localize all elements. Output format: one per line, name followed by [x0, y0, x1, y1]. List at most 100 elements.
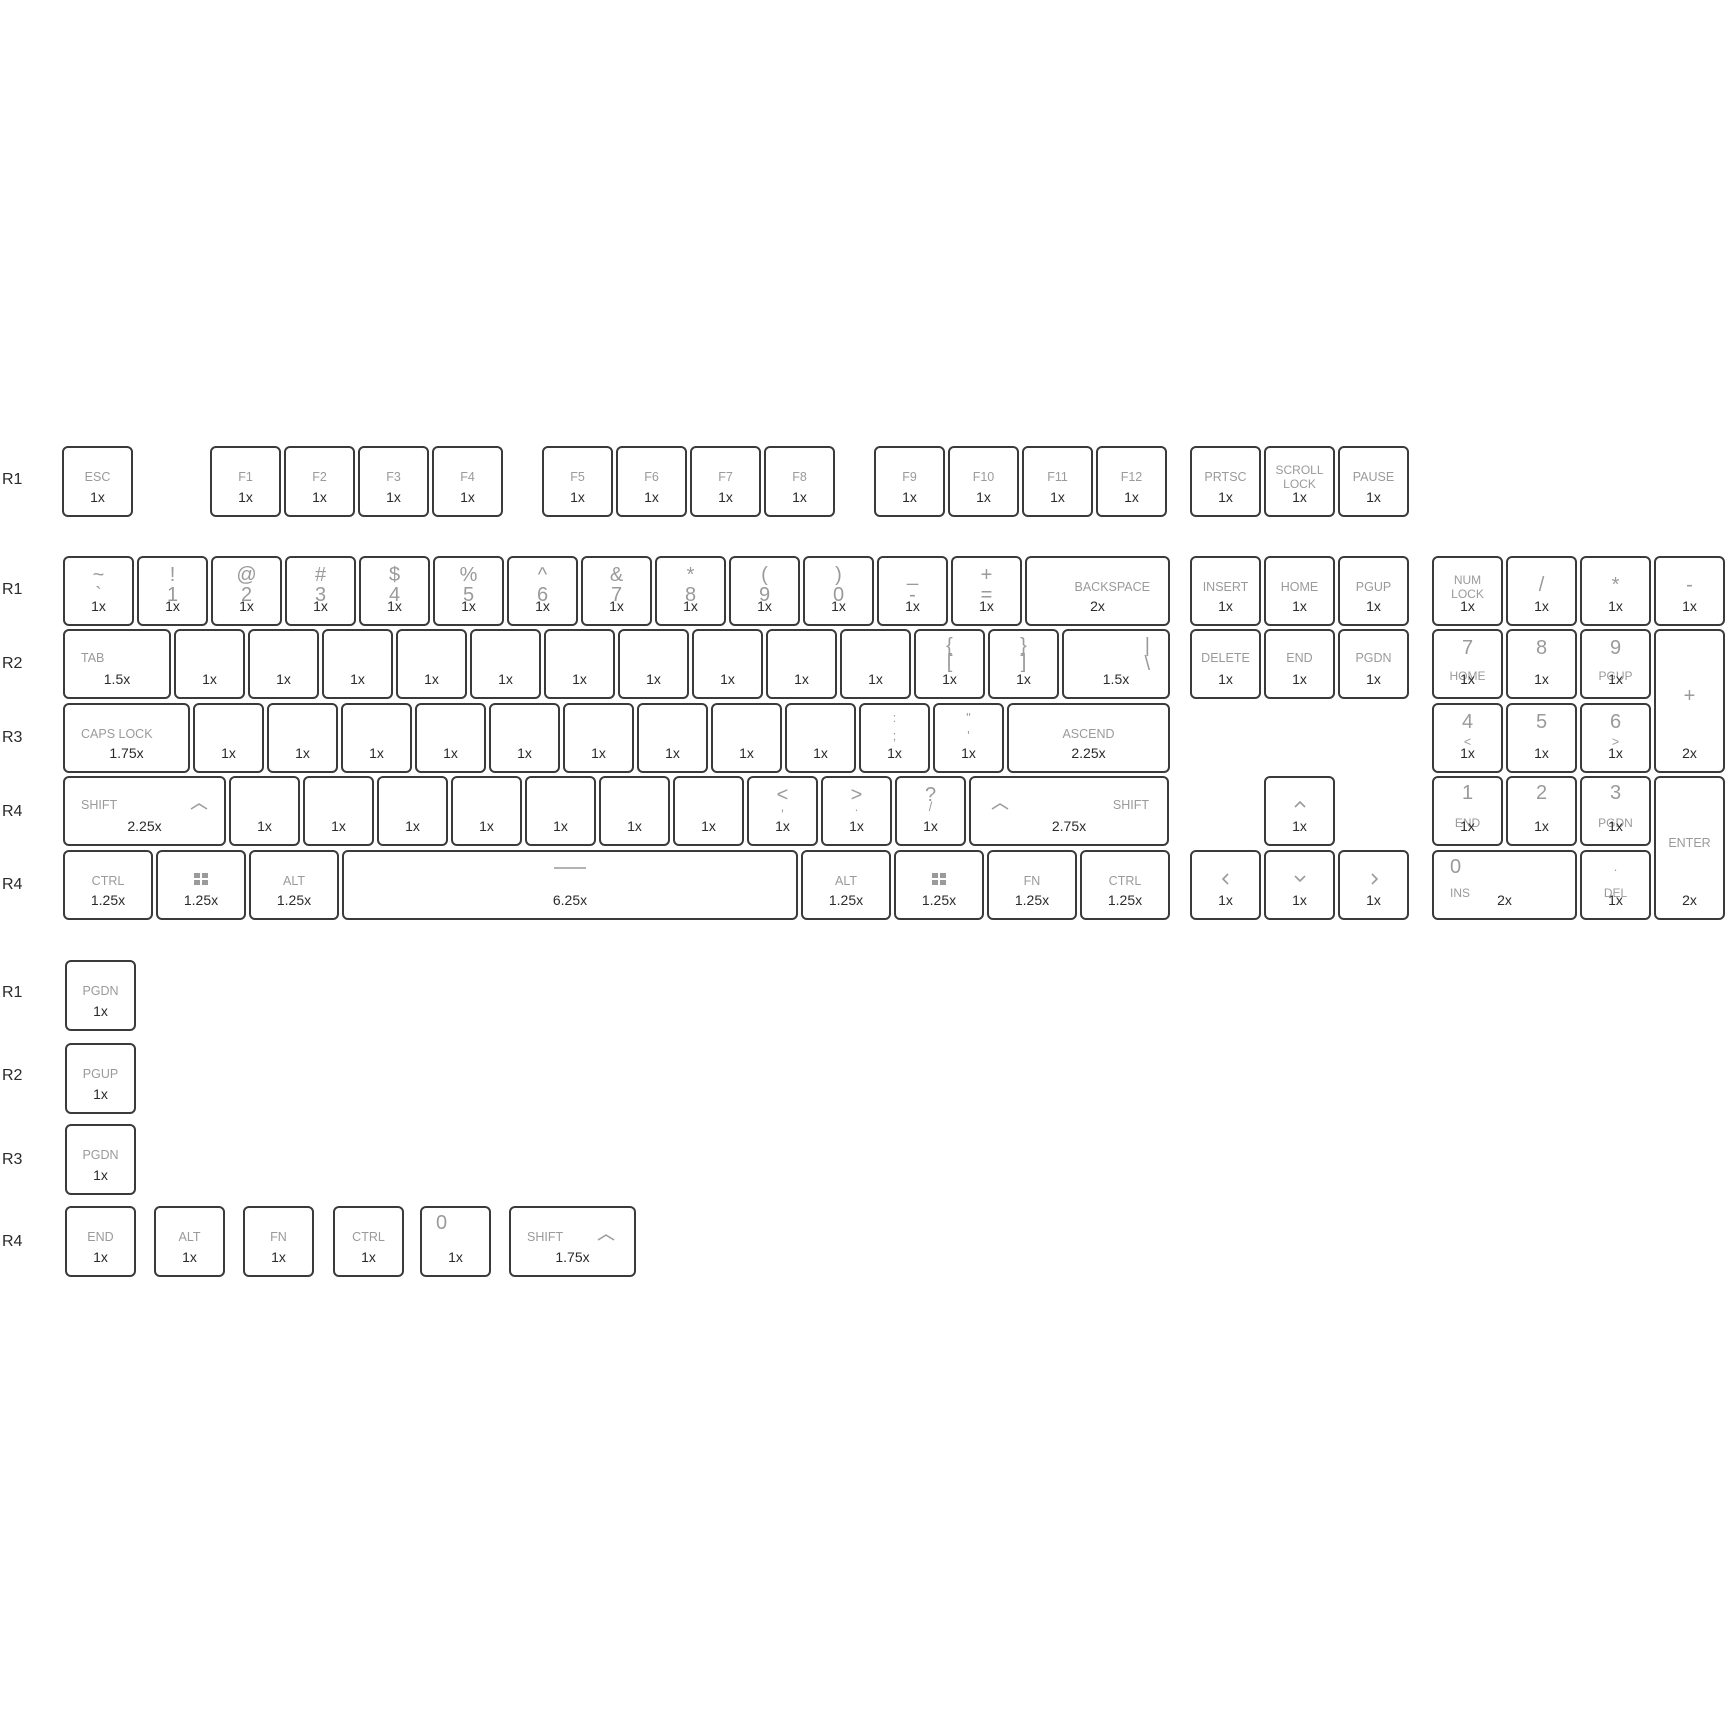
key-blank[interactable]: "'1x	[933, 703, 1004, 773]
key-e[interactable]: 1x	[322, 629, 393, 699]
key-blank[interactable]: :;1x	[859, 703, 930, 773]
key-c[interactable]: 1x	[377, 776, 448, 846]
key-x[interactable]: 1x	[303, 776, 374, 846]
key-z[interactable]: 1x	[229, 776, 300, 846]
key-u[interactable]: 1x	[618, 629, 689, 699]
key-blank[interactable]: |\1.5x	[1062, 629, 1170, 699]
key-g[interactable]: 1x	[489, 703, 560, 773]
key-blank[interactable]: +=1x	[951, 556, 1022, 626]
key-w[interactable]: 1x	[248, 629, 319, 699]
key-blank[interactable]: ~`1x	[63, 556, 134, 626]
key-m[interactable]: 1x	[673, 776, 744, 846]
key-arrow-down-icon[interactable]: 1x	[1264, 850, 1335, 920]
key-i[interactable]: 1x	[692, 629, 763, 699]
key-blank[interactable]: <,1x	[747, 776, 818, 846]
key-spacebar-icon[interactable]: 6.25x	[342, 850, 798, 920]
key-l[interactable]: 1x	[785, 703, 856, 773]
key-q[interactable]: 1x	[174, 629, 245, 699]
key-arrow-right-icon[interactable]: 1x	[1338, 850, 1409, 920]
key-blank[interactable]: >.1x	[821, 776, 892, 846]
key-s[interactable]: 1x	[267, 703, 338, 773]
key-blank[interactable]: -1x	[1654, 556, 1725, 626]
key-6[interactable]: 6>1x	[1580, 703, 1651, 773]
key-arrow-left-icon[interactable]: 1x	[1190, 850, 1261, 920]
key-windows-icon[interactable]: 1.25x	[894, 850, 984, 920]
key-blank[interactable]: {[1x	[914, 629, 985, 699]
key-windows-icon[interactable]: 1.25x	[156, 850, 246, 920]
key-k[interactable]: 1x	[711, 703, 782, 773]
key-o[interactable]: 1x	[766, 629, 837, 699]
key-v[interactable]: 1x	[451, 776, 522, 846]
key-t[interactable]: 1x	[470, 629, 541, 699]
key-n[interactable]: 1x	[599, 776, 670, 846]
key-p[interactable]: 1x	[840, 629, 911, 699]
key-blank[interactable]: ?/1x	[895, 776, 966, 846]
key-f[interactable]: 1x	[415, 703, 486, 773]
key-blank[interactable]: }]1x	[988, 629, 1059, 699]
key-j[interactable]: 1x	[637, 703, 708, 773]
key-blank[interactable]: /1x	[1506, 556, 1577, 626]
key-d[interactable]: 1x	[341, 703, 412, 773]
key-a[interactable]: 1x	[193, 703, 264, 773]
key-blank[interactable]: +2x	[1654, 629, 1725, 773]
